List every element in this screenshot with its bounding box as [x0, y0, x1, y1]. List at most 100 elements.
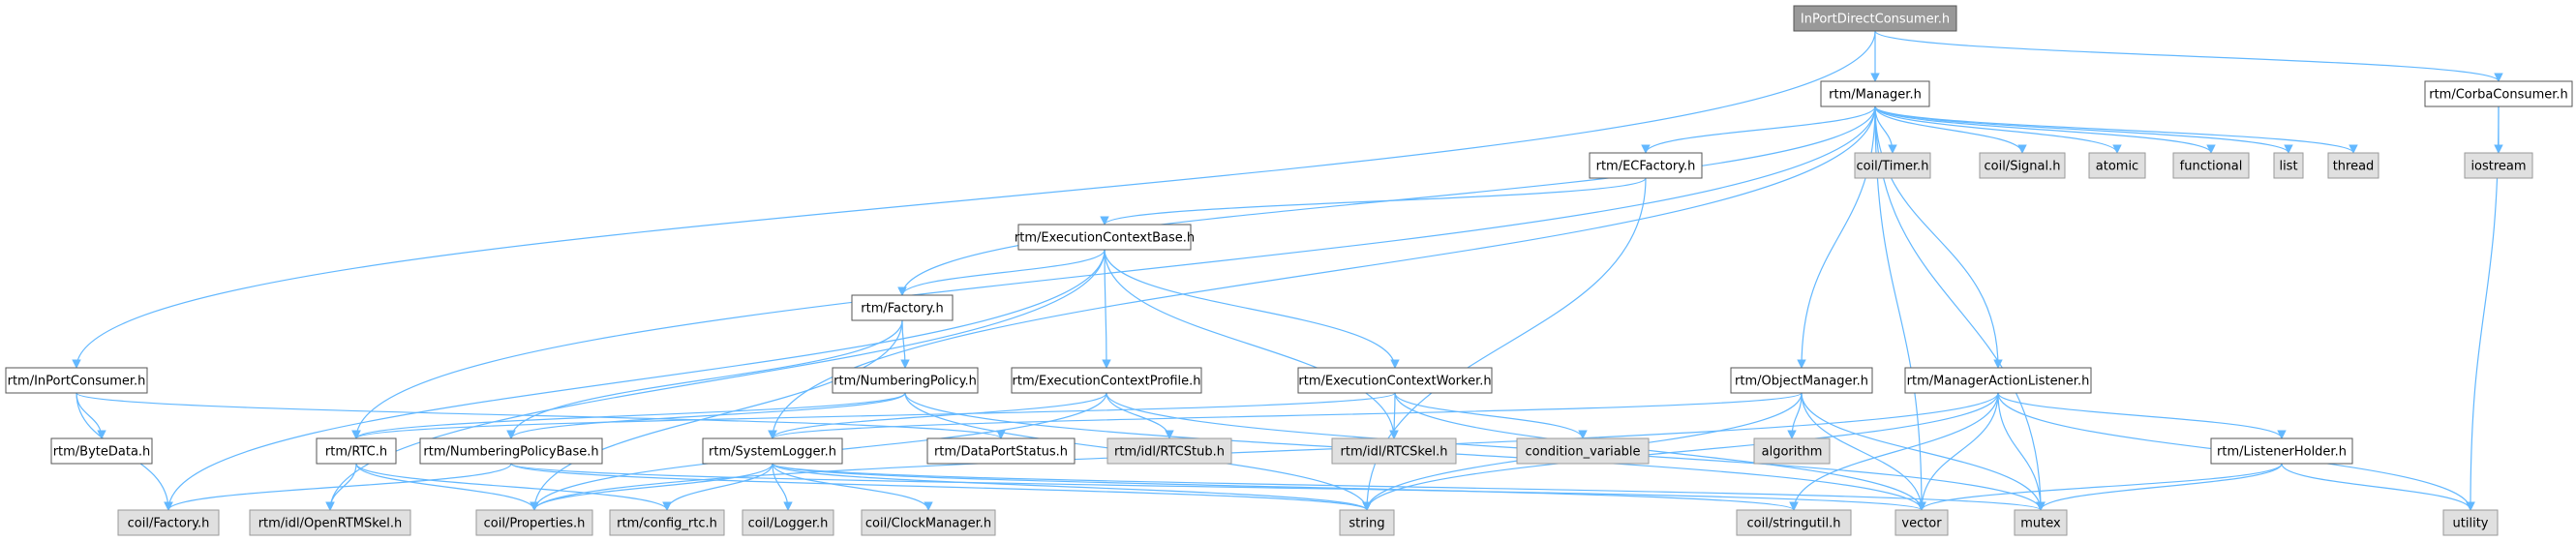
node-functional[interactable]: functional — [2172, 152, 2250, 179]
node-box — [2327, 152, 2379, 179]
node-data-port-status[interactable]: rtm/DataPortStatus.h — [926, 437, 1076, 465]
node-label: coil/stringutil.h — [1747, 517, 1841, 531]
node-box — [1017, 224, 1192, 251]
node-object-manager[interactable]: rtm/ObjectManager.h — [1730, 367, 1873, 394]
node-execution-context-worker[interactable]: rtm/ExecutionContextWorker.h — [1297, 367, 1493, 394]
node-rtc-skel[interactable]: rtm/idl/RTCSkel.h — [1331, 437, 1457, 465]
node-box — [702, 437, 843, 465]
node-box — [1793, 5, 1957, 32]
node-label: coil/Logger.h — [748, 517, 829, 531]
edge-system_logger-to-coil_properties — [530, 463, 773, 511]
node-coil-signal[interactable]: coil/Signal.h — [1979, 152, 2066, 179]
edge-execution_context_profile-to-system_logger — [768, 392, 1107, 439]
node-vector[interactable]: vector — [1894, 509, 1949, 536]
node-rtc-stub[interactable]: rtm/idl/RTCStub.h — [1106, 437, 1232, 465]
node-box — [117, 509, 220, 536]
node-byte-data[interactable]: rtm/ByteData.h — [50, 437, 153, 465]
node-label: list — [2279, 160, 2297, 174]
node-box — [926, 437, 1076, 465]
node-box — [475, 509, 593, 536]
edge-execution_context_worker-to-condition_variable — [1394, 392, 1588, 439]
edge-rtc-to-config_rtc — [355, 463, 672, 511]
node-label: rtm/ExecutionContextBase.h — [1015, 231, 1195, 246]
node-ec-factory[interactable]: rtm/ECFactory.h — [1589, 152, 1703, 179]
node-box — [1730, 367, 1873, 394]
node-inport-consumer[interactable]: rtm/InPortConsumer.h — [5, 367, 148, 394]
node-coil-factory[interactable]: coil/Factory.h — [117, 509, 220, 536]
node-system-logger[interactable]: rtm/SystemLogger.h — [702, 437, 843, 465]
edge-inport_direct_consumer-to-inport_consumer — [72, 30, 1876, 369]
node-rtc[interactable]: rtm/RTC.h — [316, 437, 397, 465]
node-numbering-policy[interactable]: rtm/NumberingPolicy.h — [832, 367, 979, 394]
node-list[interactable]: list — [2273, 152, 2304, 179]
node-execution-context-base[interactable]: rtm/ExecutionContextBase.h — [1015, 224, 1195, 251]
node-iostream[interactable]: iostream — [2464, 152, 2533, 179]
node-box — [861, 509, 996, 536]
node-label: condition_variable — [1525, 445, 1640, 460]
node-numbering-policy-base[interactable]: rtm/NumberingPolicyBase.h — [419, 437, 603, 465]
node-thread[interactable]: thread — [2327, 152, 2379, 179]
edge-manager-to-atomic — [1874, 105, 2122, 154]
node-label: rtm/idl/RTCStub.h — [1114, 445, 1225, 460]
node-label: thread — [2333, 160, 2375, 174]
node-label: vector — [1901, 517, 1942, 531]
node-box — [5, 367, 148, 394]
edge-manager-to-vector — [1874, 105, 1926, 511]
edge-execution_context_base-to-execution_context_profile — [1102, 249, 1111, 369]
node-label: rtm/config_rtc.h — [617, 517, 717, 531]
node-manager-action-listener[interactable]: rtm/ManagerActionListener.h — [1904, 367, 2092, 394]
node-label: rtm/idl/RTCSkel.h — [1341, 445, 1448, 460]
node-coil-properties[interactable]: coil/Properties.h — [475, 509, 593, 536]
node-factory[interactable]: rtm/Factory.h — [851, 294, 954, 321]
node-mutex[interactable]: mutex — [2014, 509, 2068, 536]
edge-manager_action_listener-to-vector — [1917, 392, 1999, 511]
node-box — [1297, 367, 1493, 394]
node-box — [419, 437, 603, 465]
edge-object_manager-to-vector — [1801, 392, 1926, 511]
node-label: algorithm — [1762, 445, 1823, 460]
dependency-edges — [72, 30, 2503, 511]
node-coil-clock-manager[interactable]: coil/ClockManager.h — [861, 509, 996, 536]
node-openrtm-skel[interactable]: rtm/idl/OpenRTMSkel.h — [249, 509, 411, 536]
node-box — [851, 294, 954, 321]
node-corba-consumer[interactable]: rtm/CorbaConsumer.h — [2424, 80, 2573, 107]
node-inport-direct-consumer[interactable]: InPortDirectConsumer.h — [1793, 5, 1957, 32]
edge-manager-to-manager_action_listener — [1874, 105, 2003, 369]
node-manager[interactable]: rtm/Manager.h — [1820, 80, 1930, 107]
edge-rtc-to-coil_properties — [355, 463, 539, 511]
node-coil-timer[interactable]: coil/Timer.h — [1854, 152, 1931, 179]
edge-manager-to-list — [1874, 105, 2293, 154]
node-config-rtc[interactable]: rtm/config_rtc.h — [609, 509, 725, 536]
edge-execution_context_worker-to-rtc_skel — [1389, 392, 1399, 439]
node-condition-variable[interactable]: condition_variable — [1516, 437, 1650, 465]
edge-manager-to-object_manager — [1797, 105, 1876, 369]
edge-listener_holder-to-mutex — [2036, 463, 2283, 511]
edge-numbering_policy_base-to-vector — [510, 463, 1926, 511]
node-atomic[interactable]: atomic — [2088, 152, 2146, 179]
node-execution-context-profile[interactable]: rtm/ExecutionContextProfile.h — [1011, 367, 1202, 394]
node-box — [1516, 437, 1650, 465]
node-label: coil/Properties.h — [484, 517, 586, 531]
edge-inport_consumer-to-byte_data — [76, 392, 106, 439]
node-box — [1753, 437, 1831, 465]
edge-system_logger-to-coil_logger — [772, 463, 793, 511]
node-label: rtm/NumberingPolicyBase.h — [423, 445, 598, 460]
node-utility[interactable]: utility — [2442, 509, 2499, 536]
node-string[interactable]: string — [1339, 509, 1395, 536]
node-coil-stringutil[interactable]: coil/stringutil.h — [1736, 509, 1852, 536]
file-nodes: InPortDirectConsumer.h rtm/Manager.h rtm/C… — [5, 5, 2573, 536]
node-box — [1339, 509, 1395, 536]
node-algorithm[interactable]: algorithm — [1753, 437, 1831, 465]
edge-numbering_policy_base-to-string — [510, 463, 1372, 511]
node-coil-logger[interactable]: coil/Logger.h — [742, 509, 834, 536]
edge-corba_consumer-to-utility — [2466, 105, 2500, 511]
edge-manager-to-ec_factory — [1641, 105, 1876, 154]
node-label: rtm/ManagerActionListener.h — [1907, 375, 2090, 389]
edge-execution_context_base-to-openrtm_skel — [325, 249, 1106, 511]
node-label: rtm/InPortConsumer.h — [8, 375, 146, 389]
node-box — [1331, 437, 1457, 465]
node-label: rtm/idl/OpenRTMSkel.h — [258, 517, 403, 531]
edge-manager_action_listener-to-string — [1362, 392, 1999, 511]
edge-numbering_policy-to-numbering_policy_base — [506, 392, 906, 439]
node-listener-holder[interactable]: rtm/ListenerHolder.h — [2210, 437, 2353, 465]
